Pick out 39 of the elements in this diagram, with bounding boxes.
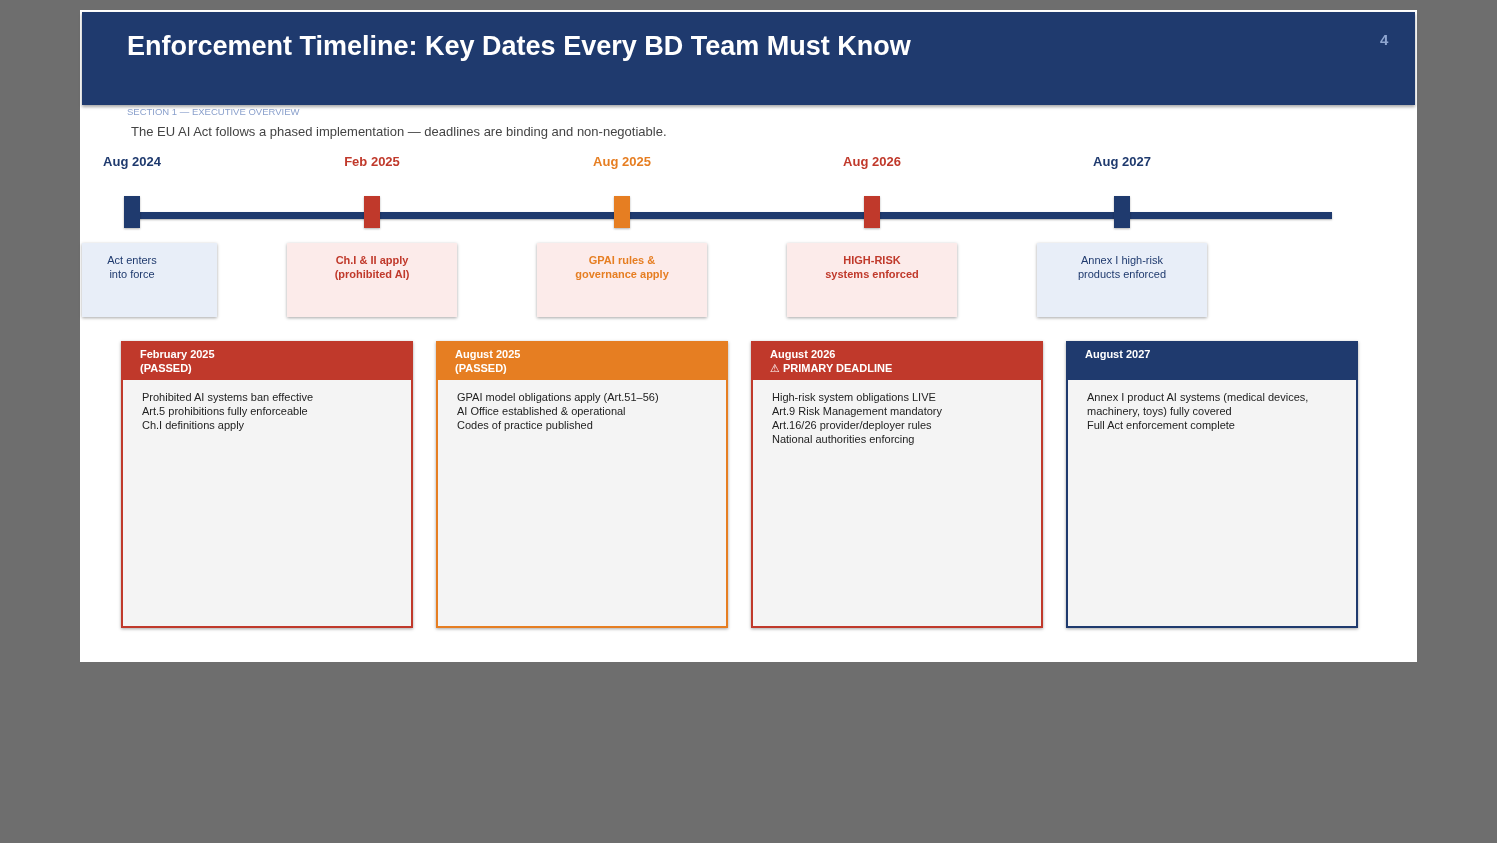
subtitle: The EU AI Act follows a phased implementation — deadlines are binding and non-negotiable. [131, 124, 667, 139]
deadline-card [1066, 341, 1358, 628]
date-label: Aug 2024 [103, 154, 161, 169]
deadline-card [751, 341, 1043, 628]
card-heading: February 2025 (PASSED) [140, 347, 215, 375]
card-item: AI Office established & operational [457, 404, 627, 418]
card-item: Annex I product AI systems (medical devices, machinery, toys) fully covered [1087, 390, 1310, 418]
card-item: Prohibited AI systems ban effective [142, 390, 314, 404]
deadline-card [436, 341, 728, 628]
card-item: GPAI model obligations apply (Art.51–56) [457, 390, 660, 404]
card-item: Ch.I definitions apply [142, 418, 246, 432]
milestone-box [82, 243, 217, 317]
milestone-box [537, 243, 707, 317]
milestone-text: Ch.I & II apply (prohibited AI) [333, 253, 411, 281]
milestone-text: HIGH-RISK systems enforced [824, 253, 920, 281]
date-label: Aug 2025 [593, 154, 651, 169]
card-item: Art.5 prohibitions fully enforceable [142, 404, 309, 418]
date-label: Feb 2025 [344, 154, 400, 169]
date-label: Aug 2026 [843, 154, 901, 169]
date-label: Aug 2027 [1093, 154, 1151, 169]
card-item: Art.16/26 provider/deployer rules [772, 418, 933, 432]
milestone-text: GPAI rules & governance apply [574, 253, 670, 281]
deadline-card [121, 341, 413, 628]
section-label: SECTION 1 — EXECUTIVE OVERVIEW [127, 106, 300, 117]
card-item: Full Act enforcement complete [1087, 418, 1236, 432]
card-item: Codes of practice published [457, 418, 594, 432]
page-number: 4 [1380, 31, 1389, 48]
milestone-box [787, 243, 957, 317]
card-item: Art.9 Risk Management mandatory [772, 404, 943, 418]
milestone-text: Annex I high-risk products enforced [1076, 253, 1168, 281]
card-item: High-risk system obligations LIVE [772, 390, 937, 404]
card-heading: August 2027 [1085, 347, 1151, 361]
card-item: National authorities enforcing [772, 432, 916, 446]
card-heading: August 2025 (PASSED) [455, 347, 521, 375]
slide-title: Enforcement Timeline: Key Dates Every BD Team Must Know [127, 31, 911, 62]
card-heading: August 2026 ⚠ PRIMARY DEADLINE [770, 347, 893, 375]
milestone-box [287, 243, 457, 317]
milestone-text: Act enters into force [106, 253, 158, 281]
milestone-box [1037, 243, 1207, 317]
